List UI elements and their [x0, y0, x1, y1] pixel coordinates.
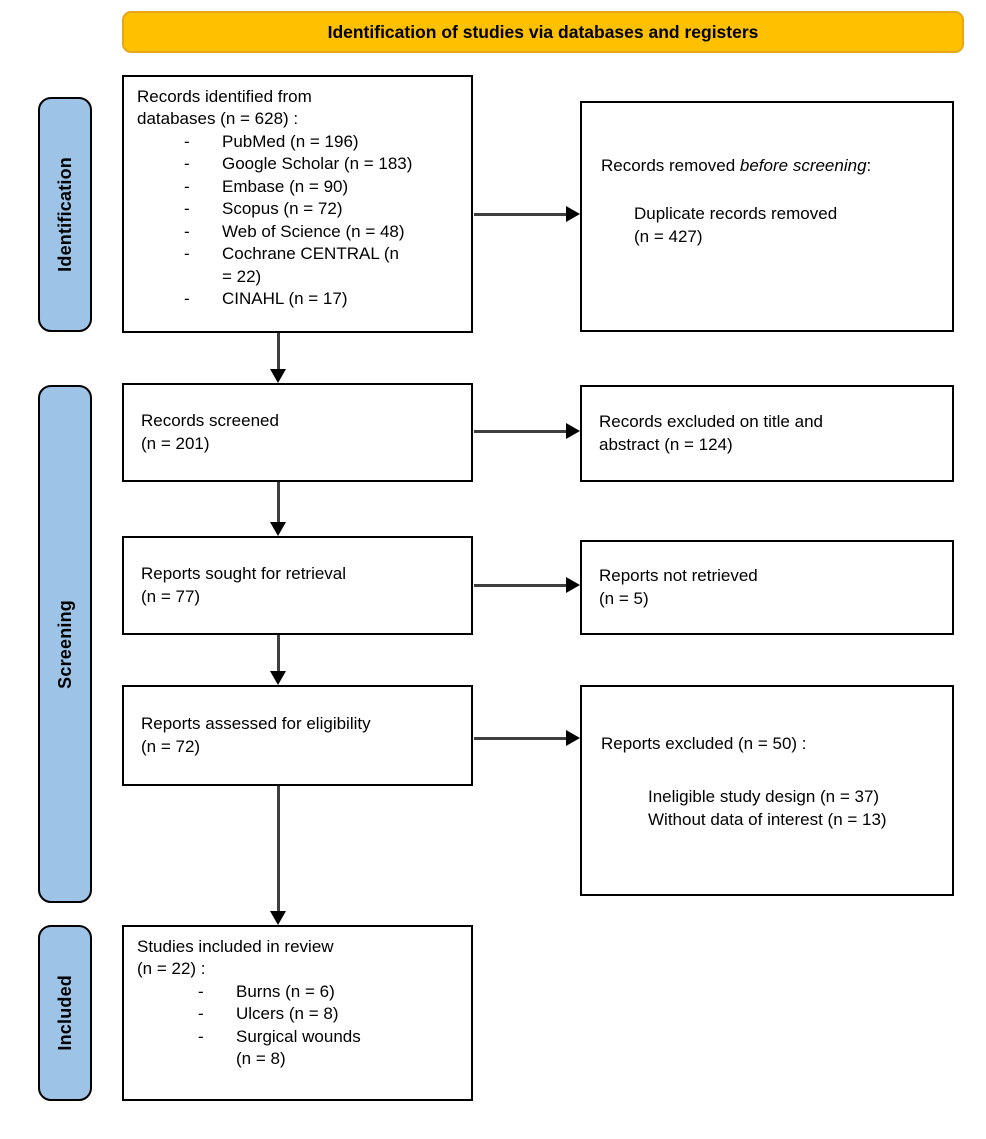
list-item-web-of-science: - Web of Science (n = 48): [137, 221, 463, 243]
box-studies-included: Studies included in review (n = 22) : - …: [122, 925, 473, 1101]
records-screened-text: Records screened (n = 201): [141, 411, 279, 453]
box-records-excluded-title-abstract: Records excluded on title and abstract (…: [580, 385, 954, 482]
arrowhead-down-icon: [270, 522, 286, 536]
list-item-scopus: - Scopus (n = 72): [137, 198, 463, 220]
bullet-dash: -: [198, 1026, 204, 1046]
connector-sought-to-assessed-line: [277, 635, 280, 673]
box-reports-excluded: Reports excluded (n = 50) : Ineligible s…: [580, 685, 954, 896]
excluded-reason-ineligible-design: Ineligible study design (n = 37): [648, 787, 880, 807]
connector-identified-to-removed-line: [474, 213, 567, 216]
arrowhead-right-icon: [566, 423, 580, 439]
bullet-dash: -: [184, 154, 190, 174]
excluded-reason-without-data: Without data of interest (n = 13): [648, 809, 887, 829]
reports-not-retrieved-text: Reports not retrieved (n = 5): [599, 566, 758, 608]
arrowhead-down-icon: [270, 911, 286, 925]
reports-excluded-details: Ineligible study design (n = 37) Without…: [648, 786, 942, 831]
list-item-text: Scopus (n = 72): [222, 199, 343, 219]
list-item-text: Ulcers (n = 8): [236, 1004, 339, 1024]
reports-sought-text: Reports sought for retrieval (n = 77): [141, 564, 347, 606]
bullet-dash: -: [184, 221, 190, 241]
arrowhead-right-icon: [566, 206, 580, 222]
list-item-text: PubMed (n = 196): [222, 131, 359, 151]
list-item-google-scholar: - Google Scholar (n = 183): [137, 153, 463, 175]
banner-identification-via-databases: Identification of studies via databases …: [122, 11, 964, 53]
connector-screened-to-excluded-line: [474, 430, 567, 433]
bullet-dash: -: [184, 199, 190, 219]
studies-included-heading: Studies included in review (n = 22) :: [137, 937, 334, 979]
stage-label-identification-text: Identification: [54, 157, 75, 272]
arrowhead-right-icon: [566, 730, 580, 746]
records-removed-heading: Records removed before screening:: [601, 155, 942, 177]
heading-italic: before screening: [739, 156, 867, 175]
connector-sought-to-notretrieved-line: [474, 584, 567, 587]
heading-suffix: :: [866, 156, 872, 175]
stage-label-identification: Identification: [38, 97, 92, 332]
stage-label-screening: Screening: [38, 385, 92, 903]
list-item-text: Web of Science (n = 48): [222, 221, 405, 241]
banner-title: Identification of studies via databases …: [327, 21, 759, 42]
list-item-cochrane-central: - Cochrane CENTRAL (n = 22): [137, 243, 463, 288]
reports-assessed-text: Reports assessed for eligibility (n = 72…: [141, 714, 371, 756]
box-reports-assessed: Reports assessed for eligibility (n = 72…: [122, 685, 473, 786]
list-item-text: CINAHL (n = 17): [222, 288, 348, 308]
box-reports-sought: Reports sought for retrieval (n = 77): [122, 536, 473, 635]
arrowhead-down-icon: [270, 369, 286, 383]
connector-assessed-to-excluded-line: [474, 737, 567, 740]
list-item-pubmed: - PubMed (n = 196): [137, 131, 463, 153]
heading-prefix: Records removed: [601, 156, 740, 175]
duplicate-records-removed-text: Duplicate records removed (n = 427): [634, 204, 838, 246]
connector-screened-to-sought-line: [277, 482, 280, 524]
list-item-burns: - Burns (n = 6): [137, 981, 463, 1003]
list-item-text: Cochrane CENTRAL (n = 22): [222, 244, 399, 286]
bullet-dash: -: [184, 244, 190, 264]
list-item-surgical-wounds: - Surgical wounds (n = 8): [137, 1026, 463, 1071]
box-records-removed-before-screening: Records removed before screening: Duplic…: [580, 101, 954, 332]
box-reports-not-retrieved: Reports not retrieved (n = 5): [580, 540, 954, 635]
records-excluded-text: Records excluded on title and abstract (…: [599, 412, 823, 454]
list-item-text: Google Scholar (n = 183): [222, 154, 413, 174]
box-records-screened: Records screened (n = 201): [122, 383, 473, 482]
bullet-dash: -: [198, 981, 204, 1001]
connector-assessed-to-included-line: [277, 786, 280, 913]
list-item-embase: - Embase (n = 90): [137, 176, 463, 198]
bullet-dash: -: [184, 131, 190, 151]
stage-label-screening-text: Screening: [54, 599, 75, 689]
arrowhead-right-icon: [566, 577, 580, 593]
list-item-ulcers: - Ulcers (n = 8): [137, 1003, 463, 1025]
stage-label-included: Included: [38, 925, 92, 1101]
records-identified-heading: Records identified from databases (n = 6…: [137, 87, 312, 129]
list-item-cinahl: - CINAHL (n = 17): [137, 288, 463, 310]
list-item-text: Surgical wounds (n = 8): [236, 1026, 361, 1069]
arrowhead-down-icon: [270, 671, 286, 685]
stage-label-included-text: Included: [54, 975, 75, 1051]
list-item-text: Burns (n = 6): [236, 981, 335, 1001]
connector-identified-to-screened-line: [277, 333, 280, 371]
bullet-dash: -: [184, 288, 190, 308]
bullet-dash: -: [184, 176, 190, 196]
box-records-identified: Records identified from databases (n = 6…: [122, 75, 473, 333]
reports-excluded-heading: Reports excluded (n = 50) :: [601, 734, 807, 753]
bullet-dash: -: [198, 1004, 204, 1024]
list-item-text: Embase (n = 90): [222, 176, 349, 196]
